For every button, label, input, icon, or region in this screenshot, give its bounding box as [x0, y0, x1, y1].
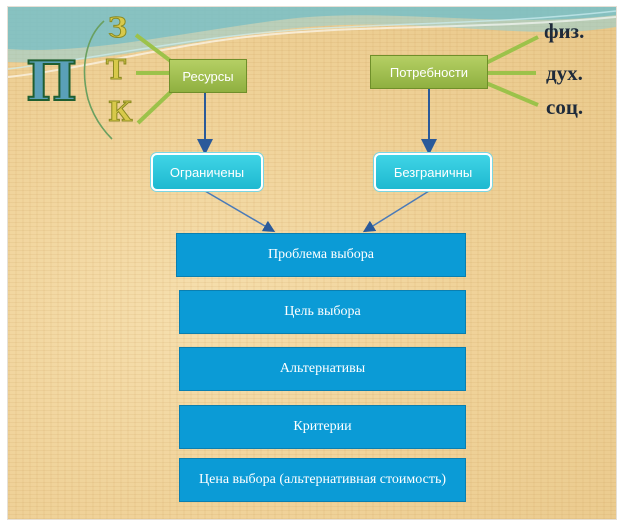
step-alternatives: Альтернативы — [179, 347, 466, 391]
step-criteria: Критерии — [179, 405, 466, 449]
diagram-slide: П З Т К физ. дух. соц. Ресурсы Потребнос… — [7, 6, 617, 520]
need-spiritual: дух. — [546, 61, 583, 85]
resource-letter-z: З — [107, 13, 128, 45]
need-social: соц. — [546, 95, 584, 119]
limited-box: Ограничены — [151, 153, 263, 191]
resource-letter-k: К — [108, 97, 134, 129]
needs-box: Потребности — [370, 55, 488, 89]
resource-letter-t: Т — [105, 55, 127, 87]
main-letter: П — [25, 48, 78, 114]
resources-box: Ресурсы — [169, 59, 247, 93]
step-problem-of-choice: Проблема выбора — [176, 233, 466, 277]
step-goal-of-choice: Цель выбора — [179, 290, 466, 334]
step-cost-of-choice: Цена выбора (альтернативная стоимость) — [179, 458, 466, 502]
need-physical: физ. — [544, 19, 585, 43]
unlimited-box: Безграничны — [374, 153, 492, 191]
